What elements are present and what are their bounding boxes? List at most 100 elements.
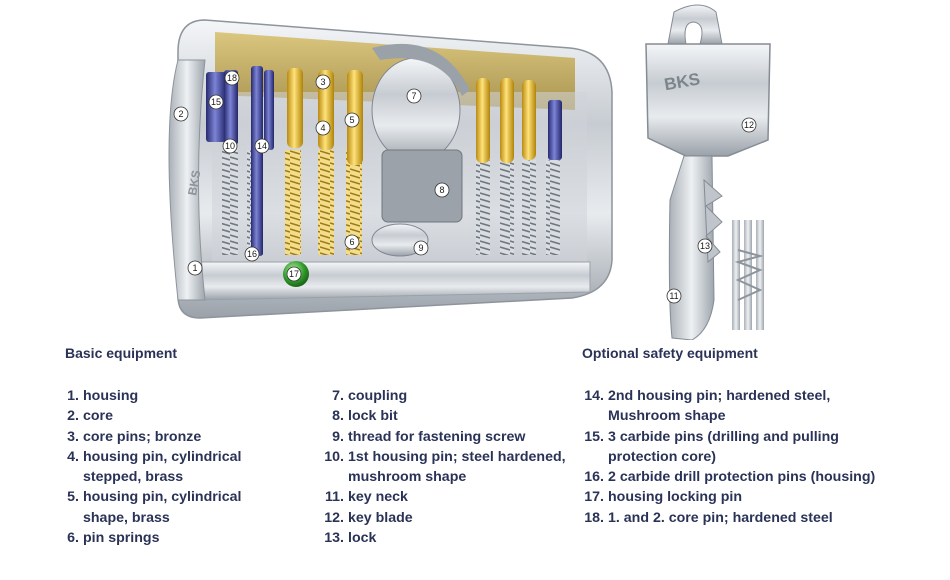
lock-cylinder-illustration: BKS BKS [168, 4, 771, 340]
legend-item: 3.core pins; bronze [65, 427, 275, 447]
callout-circle [406, 88, 422, 104]
legend-item-number: 10. [324, 448, 344, 465]
callout-label: 1 [192, 263, 197, 273]
legend-item-text: coupling [348, 388, 408, 404]
callout-circle [222, 138, 238, 154]
legend-item: 13.lock [322, 528, 582, 548]
legend-item: 4.housing pin, cylindrical stepped, bras… [65, 447, 275, 488]
callout-label: 8 [439, 185, 444, 195]
legend-item-text: lock bit [348, 408, 398, 425]
callout-label: 6 [349, 237, 354, 247]
legend-item-number: 14. [584, 388, 604, 404]
callout-label: 14 [257, 141, 267, 151]
callout-circle [244, 246, 260, 262]
callout-label: 16 [247, 249, 257, 259]
callout-circle [344, 112, 360, 128]
legend-item-text: lock [348, 530, 377, 547]
optional-items-list: 14.2nd housing pin; hardened steel, Mush… [582, 386, 902, 528]
legend-item-number: 7. [332, 388, 344, 404]
core-cam [371, 43, 470, 257]
legend-item-number: 9. [332, 428, 344, 445]
optional-equipment-heading: Optional safety equipment [582, 345, 758, 361]
legend-item: 16.2 carbide drill protection pins (hous… [582, 467, 902, 487]
legend-item-text: 2nd housing pin; hardened steel, Mushroo… [608, 388, 831, 425]
callout-circle [224, 70, 240, 86]
legend-item: 7.coupling [322, 386, 582, 406]
legend-item: 5.housing pin, cylindrical shape, brass [65, 487, 275, 528]
legend-item-number: 12. [324, 509, 344, 526]
legend-item: 18.1. and 2. core pin; hardened steel [582, 508, 902, 528]
legend-item-number: 16. [584, 469, 604, 486]
callout-circle [315, 120, 331, 136]
legend-item: 9.thread for fastening screw [322, 427, 582, 447]
callout-label: 3 [320, 77, 325, 87]
callout-circle [666, 288, 682, 304]
callout-label: 2 [178, 109, 183, 119]
legend-item: 2.core [65, 406, 275, 426]
legend-item-text: core pins; bronze [83, 428, 202, 445]
callout-circle [208, 94, 224, 110]
callout-label: 9 [418, 243, 423, 253]
legend-item-text: housing pin, cylindrical stepped, brass [83, 448, 242, 486]
legend-item-text: 3 carbide pins (drilling and pulling pro… [608, 428, 839, 465]
legend-item-number: 4. [67, 448, 79, 465]
callout-circle [286, 266, 302, 282]
callout-label: 12 [744, 120, 754, 130]
callout-label: 11 [669, 291, 678, 301]
legend-item-text: key blade [348, 509, 413, 526]
callout-circle [315, 74, 331, 90]
callout-label: 4 [320, 123, 325, 133]
legend-item-text: 1st housing pin; steel hardened, mushroo… [348, 448, 566, 486]
callout-circle [697, 238, 713, 254]
legend-item-number: 5. [67, 489, 79, 506]
legend-item: 11.key neck [322, 487, 582, 507]
callout-label: 5 [349, 115, 354, 125]
callout-circle [344, 234, 360, 250]
legend-item: 8.lock bit [322, 406, 582, 426]
legend-item-number: 17. [584, 489, 604, 506]
legend-item-text: housing [83, 388, 139, 404]
legend-item: 12.key blade [322, 508, 582, 528]
legend-item-text: core [83, 408, 113, 425]
basic-equipment-heading: Basic equipment [65, 345, 178, 361]
callout-label: 10 [225, 141, 235, 151]
callout-label: 7 [411, 91, 416, 101]
legend-item: 1.housing [65, 386, 275, 406]
legend-item-number: 3. [67, 428, 79, 445]
callout-circle [187, 260, 203, 276]
legend-item: 15.3 carbide pins (drilling and pulling … [582, 427, 902, 468]
key-blade-profile [732, 220, 764, 330]
callout-label: 18 [227, 73, 237, 83]
legend-item-text: 2 carbide drill protection pins (housing… [608, 469, 876, 486]
legend-item: 10.1st housing pin; steel hardened, mush… [322, 447, 582, 488]
callout-label: 17 [289, 269, 299, 279]
legend-item-text: thread for fastening screw [348, 428, 526, 445]
legend-item-number: 18. [584, 509, 604, 526]
legend-item-text: key neck [348, 489, 408, 506]
legend-item-text: pin springs [83, 530, 160, 547]
legend-item: 17.housing locking pin [582, 487, 902, 507]
legend-item-number: 2. [67, 408, 79, 425]
callout-label: 13 [700, 241, 710, 251]
legend-item-text: housing locking pin [608, 489, 742, 506]
callout-circle [741, 117, 757, 133]
legend-item-text: housing pin, cylindrical shape, brass [83, 489, 242, 526]
callout-circle [254, 138, 270, 154]
callout-circle [173, 106, 189, 122]
legend-item-number: 13. [324, 530, 344, 547]
callout-label: 15 [211, 97, 221, 107]
callout-circle [413, 240, 429, 256]
legend-item: 6.pin springs [65, 528, 275, 548]
callout-circle [434, 182, 450, 198]
legend-item-number: 8. [332, 408, 344, 425]
legend-item-text: 1. and 2. core pin; hardened steel [608, 509, 833, 526]
legend-item-number: 1. [67, 388, 79, 404]
legend-item-number: 15. [584, 428, 604, 445]
legend-item-number: 11. [325, 489, 344, 506]
legend-item-number: 6. [67, 530, 79, 547]
legend-item: 14.2nd housing pin; hardened steel, Mush… [582, 386, 902, 427]
housing-logo: BKS [185, 169, 203, 196]
